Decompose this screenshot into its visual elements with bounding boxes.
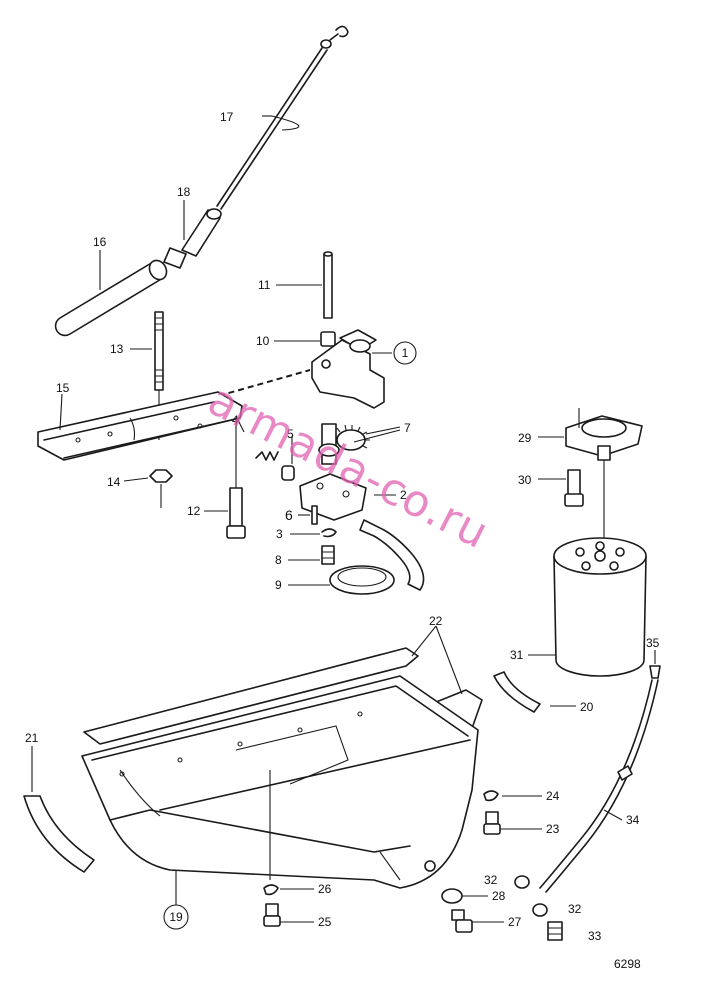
oil-filter bbox=[553, 537, 647, 677]
callout-26: 26 bbox=[318, 882, 332, 896]
callout-2: 2 bbox=[400, 488, 407, 502]
pan-bolt-front bbox=[263, 903, 281, 927]
pump-drive-shaft bbox=[323, 251, 333, 319]
bracket-bolt bbox=[226, 420, 246, 539]
bushing bbox=[320, 331, 336, 347]
callout-10: 10 bbox=[256, 334, 270, 348]
callout-34: 34 bbox=[626, 813, 640, 827]
drain-washer bbox=[441, 888, 463, 904]
rear-seal bbox=[493, 671, 541, 713]
pan-washer bbox=[483, 790, 499, 802]
callout-circle-19 bbox=[163, 904, 189, 930]
callout-22: 22 bbox=[429, 614, 443, 628]
dowel-pin bbox=[311, 505, 318, 525]
oil-pickup bbox=[329, 519, 425, 595]
callout-9: 9 bbox=[275, 578, 282, 592]
callout-labels: 17 18 16 11 10 1 13 15 4 5 7 14 2 12 6 3… bbox=[25, 110, 660, 943]
callout-18: 18 bbox=[177, 185, 191, 199]
callout-19: 19 bbox=[169, 910, 183, 924]
callout-12: 12 bbox=[187, 504, 201, 518]
oil-pump-housing bbox=[311, 329, 385, 409]
callout-4: 4 bbox=[232, 413, 239, 427]
dipstick bbox=[216, 25, 349, 210]
callout-35: 35 bbox=[646, 636, 660, 650]
callout-17: 17 bbox=[220, 110, 234, 124]
drain-plug bbox=[451, 909, 473, 933]
callout-30: 30 bbox=[518, 473, 532, 487]
callout-8: 8 bbox=[275, 553, 282, 567]
callout-16: 16 bbox=[93, 235, 107, 249]
callout-11: 11 bbox=[258, 278, 271, 292]
figure-reference-number: 6298 bbox=[614, 957, 641, 971]
callout-6: 6 bbox=[285, 507, 293, 523]
plug bbox=[649, 665, 661, 679]
retaining-clip bbox=[321, 528, 337, 538]
filter-bracket-bolt bbox=[564, 469, 584, 507]
leader-lines bbox=[31, 115, 656, 923]
washer-lower bbox=[532, 903, 548, 917]
dipstick-guide-tube bbox=[54, 259, 168, 337]
callout-23: 23 bbox=[546, 822, 560, 836]
callout-7: 7 bbox=[404, 421, 411, 435]
callout-27: 27 bbox=[508, 915, 522, 929]
callout-13: 13 bbox=[110, 342, 124, 356]
callout-28: 28 bbox=[492, 889, 506, 903]
oil-pan bbox=[81, 675, 479, 889]
front-seal bbox=[23, 795, 95, 873]
callout-25: 25 bbox=[318, 915, 332, 929]
hex-nut bbox=[149, 469, 173, 508]
pump-bracket bbox=[37, 391, 243, 461]
callout-20: 20 bbox=[580, 700, 594, 714]
filter-bracket bbox=[565, 408, 643, 461]
dipstick-tube bbox=[163, 208, 222, 269]
callout-33: 33 bbox=[588, 929, 602, 943]
callout-14: 14 bbox=[107, 475, 121, 489]
callout-31: 31 bbox=[510, 648, 524, 662]
relief-spring bbox=[255, 451, 295, 481]
callout-24: 24 bbox=[546, 789, 560, 803]
callout-32b: 32 bbox=[568, 902, 582, 916]
pan-washer-front bbox=[263, 884, 279, 896]
callout-circle-1 bbox=[393, 341, 417, 365]
washer-upper bbox=[514, 875, 530, 889]
banjo-bolt bbox=[547, 921, 563, 941]
oil-return-pipe bbox=[539, 679, 659, 893]
callout-1: 1 bbox=[402, 346, 409, 360]
pump-gears bbox=[318, 423, 370, 465]
callout-15: 15 bbox=[56, 381, 70, 395]
callout-29: 29 bbox=[518, 431, 532, 445]
callout-3: 3 bbox=[276, 527, 283, 541]
callout-21: 21 bbox=[25, 731, 39, 745]
callout-5: 5 bbox=[287, 427, 294, 441]
callout-32a: 32 bbox=[484, 873, 498, 887]
pan-bolt bbox=[483, 811, 501, 835]
cover-bolt bbox=[321, 545, 335, 565]
